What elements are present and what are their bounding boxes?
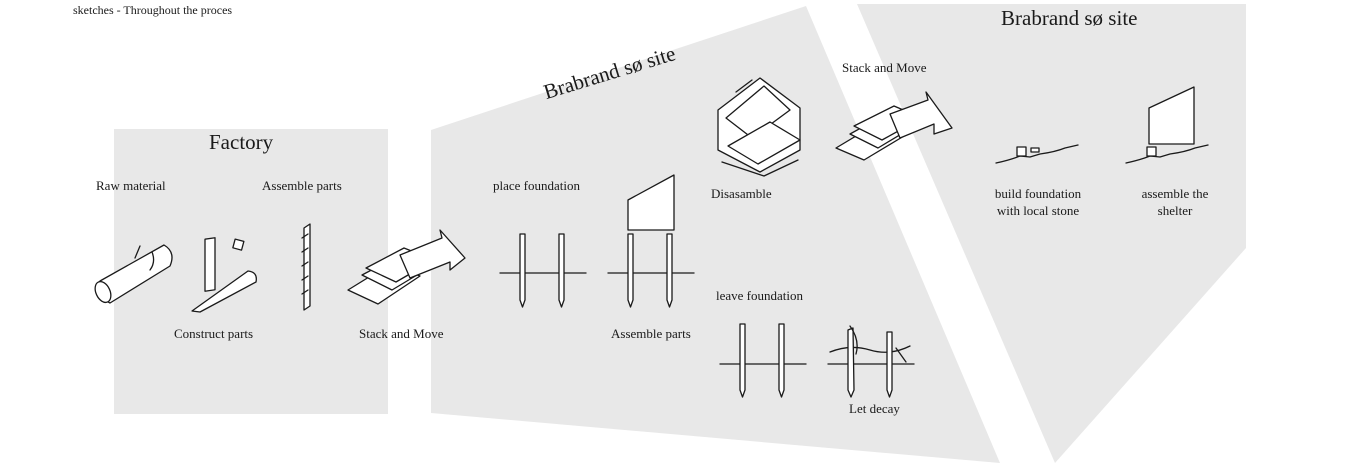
- page-caption: sketches - Throughout the proces: [73, 3, 233, 17]
- label-leave-foundation: leave foundation: [716, 288, 803, 303]
- label-stack-move-site: Stack and Move: [842, 60, 927, 75]
- log-icon: [94, 244, 173, 304]
- assembled-parts-icon: [301, 223, 311, 311]
- label-assemble-parts-site: Assemble parts: [611, 326, 691, 341]
- label-build-foundation-line2: with local stone: [996, 203, 1080, 218]
- factory-title: Factory: [209, 130, 274, 154]
- label-construct-parts: Construct parts: [174, 326, 254, 341]
- label-build-foundation-line1: build foundation: [994, 186, 1082, 201]
- label-let-decay: Let decay: [849, 401, 900, 416]
- stack-move-icon: [347, 229, 466, 305]
- site-b-title: Brabrand sø site: [1001, 6, 1138, 30]
- label-raw-material: Raw material: [96, 178, 166, 193]
- label-stack-move-factory: Stack and Move: [359, 326, 444, 341]
- place-foundation-icon: [499, 233, 587, 308]
- stack-move-site-icon: [835, 91, 953, 161]
- label-assemble-parts-factory: Assemble parts: [262, 178, 342, 193]
- label-place-foundation: place foundation: [493, 178, 580, 193]
- shelter-icon: [1125, 86, 1209, 164]
- leave-foundation-icon: [719, 323, 807, 398]
- label-disassemble: Disasamble: [711, 186, 772, 201]
- stone-foundation-icon: [995, 144, 1079, 164]
- decay-icon: [827, 325, 915, 398]
- label-assemble-shelter-line2: shelter: [1157, 203, 1193, 218]
- construct-parts-icon: [191, 237, 257, 313]
- site-zone-a: [431, 6, 1000, 463]
- assembled-foundation-icon: [607, 174, 695, 308]
- disassemble-icon: [717, 77, 801, 177]
- label-assemble-shelter-line1: assemble the: [1141, 186, 1209, 201]
- label-assemble-shelter: assemble the shelter: [1130, 185, 1220, 219]
- label-build-foundation: build foundation with local stone: [988, 185, 1088, 219]
